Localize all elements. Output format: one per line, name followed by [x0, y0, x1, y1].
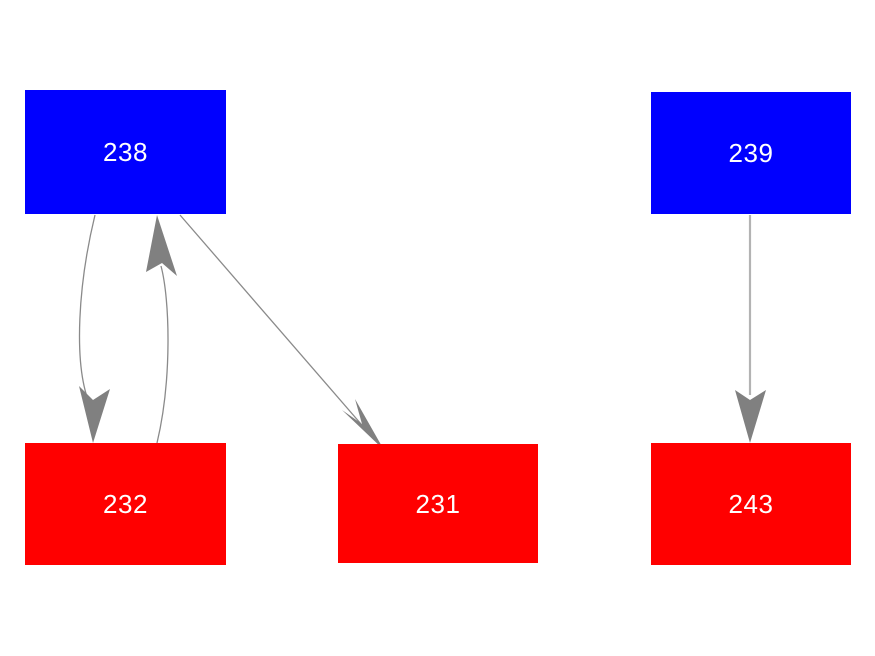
node-231[interactable]: 231	[338, 444, 538, 563]
edge-239-to-243	[735, 215, 766, 443]
edge-238-to-232-line	[78, 214, 96, 401]
edge-232-to-238-arrowhead	[146, 215, 177, 276]
edge-232-to-238	[146, 215, 177, 444]
node-231-label: 231	[415, 488, 461, 519]
edge-238-to-231-arrowhead	[342, 399, 384, 450]
node-238-label: 238	[103, 137, 148, 167]
edge-238-to-232	[78, 214, 110, 443]
edge-232-to-238-line	[156, 265, 169, 444]
edge-238-to-231	[179, 214, 384, 450]
node-232-label: 232	[103, 489, 148, 519]
edge-238-to-232-arrowhead	[79, 386, 110, 443]
node-232[interactable]: 232	[25, 443, 226, 565]
node-238[interactable]: 238	[25, 90, 226, 214]
edge-238-to-231-line	[179, 214, 362, 425]
node-243-label: 243	[728, 489, 774, 519]
edge-239-to-243-arrowhead	[735, 390, 766, 443]
node-239[interactable]: 239	[651, 92, 851, 214]
node-239-label: 239	[728, 138, 774, 168]
node-243[interactable]: 243	[651, 443, 851, 565]
